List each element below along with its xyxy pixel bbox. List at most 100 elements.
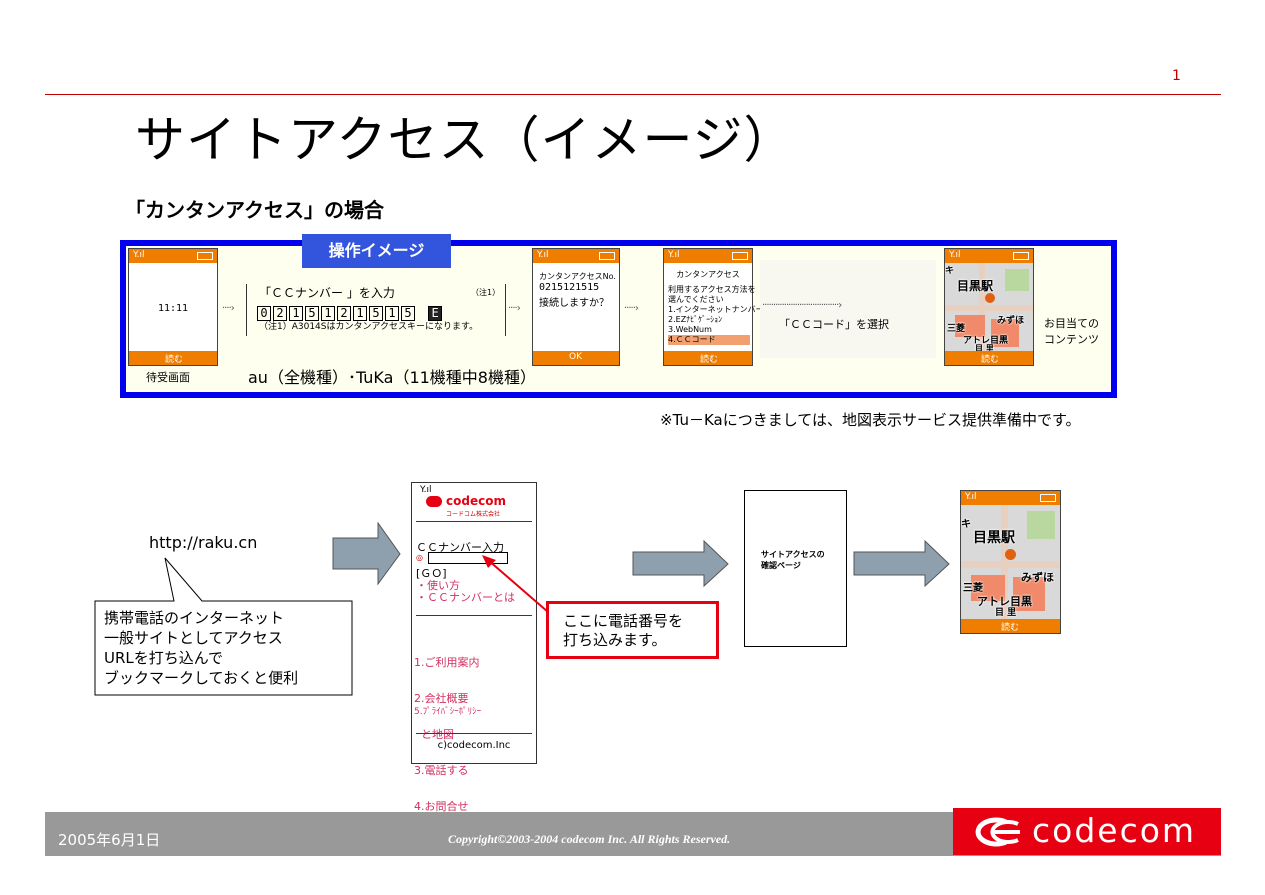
digit-box: 2: [337, 306, 351, 321]
map-view: キ 目黒駅 みずほ 三菱 アトレ目黒 目 里: [961, 505, 1060, 620]
operation-label: 操作イメージ: [302, 234, 451, 268]
antenna-icon: Y.ıl: [668, 250, 680, 260]
callout-line: URLを打ち込んで: [104, 649, 224, 667]
callout-line: 携帯電話のインターネット: [104, 609, 285, 627]
top-rule: [45, 94, 1221, 95]
site-logo: codecom: [446, 494, 506, 508]
cc-number-input[interactable]: [428, 552, 508, 564]
confirm-page-line: サイトアクセスの: [761, 550, 825, 559]
cc-number-label: ＣＣナンバー入力: [416, 541, 504, 554]
dotted-arrow-3: ·····›: [624, 303, 639, 314]
standby-phone: Y.ıl 11:11 読む: [128, 248, 218, 366]
digit-box: 1: [353, 306, 367, 321]
soft-key-label: 読む: [700, 355, 719, 365]
phone3-line: 選んでください: [668, 295, 724, 304]
site-footer: c)codecom.Inc: [437, 740, 511, 751]
map-label: キ: [961, 519, 971, 530]
footer-date: 2005年6月1日: [58, 831, 161, 849]
dotted-arrow-1: ····›: [222, 303, 235, 314]
phone3-line: 3.WebNum: [668, 325, 712, 334]
flow-arrow-2: [632, 540, 729, 588]
digit-box: 1: [321, 306, 335, 321]
hint-line: ここに電話番号を: [563, 612, 684, 630]
bullet-icon: ◎: [416, 553, 423, 562]
divider: [416, 733, 532, 734]
map-label: 三菱: [963, 583, 983, 594]
input-hint-box: ここに電話番号を 打ち込みます。: [546, 601, 719, 659]
menu-item[interactable]: 3.電話する: [414, 764, 469, 777]
select-area: [760, 260, 936, 358]
standby-clock: 11:11: [157, 303, 189, 314]
map-label: 目 里: [975, 344, 994, 352]
phone2-line: 0215121515: [539, 282, 600, 293]
map-phone: Y.ıl キ 目黒駅 みずほ 三菱 アトレ目黒 目 里 読む: [944, 248, 1034, 366]
location-pin-icon: [1005, 549, 1016, 560]
map-label: みずほ: [997, 316, 1025, 326]
access-method-phone: Y.ıl カンタンアクセス 利用するアクセス方法を 選んでください 1.インター…: [663, 248, 764, 366]
target-content-line: お目当ての: [1044, 317, 1099, 330]
red-pointer-arrow: [482, 555, 549, 613]
location-pin-icon: [985, 293, 995, 303]
phone3-line-selected: 4.ＣＣコード: [668, 335, 750, 345]
privacy-link[interactable]: 5.ﾌﾟﾗｲﾊﾞｼｰﾎﾟﾘｼｰ: [414, 707, 482, 717]
menu-item[interactable]: 1.ご利用案内: [414, 656, 480, 669]
carrier-note: au（全機種）･TuKa（11機種中8機種）: [248, 368, 536, 387]
digit-box: 2: [273, 306, 287, 321]
menu-item[interactable]: 2.会社概要: [414, 692, 469, 705]
input-instruction: 「ＣＣナンバー 」を入力: [259, 286, 395, 300]
target-content-line: コンテンツ: [1044, 333, 1099, 346]
map-label: 目 里: [995, 608, 1017, 618]
menu-item[interactable]: と地図: [414, 728, 454, 741]
access-key-icon: E: [428, 306, 443, 321]
soft-key-label: 読む: [981, 355, 1000, 365]
phone3-header: カンタンアクセス: [676, 270, 740, 279]
flow-arrow-3: [853, 540, 950, 588]
digit-box: 0: [257, 306, 271, 321]
status-bar: Y.ıl: [420, 485, 432, 495]
dotted-arrow-2: ····›: [508, 303, 521, 314]
tuka-note: ※Tu－Kaにつきましては、地図表示サービス提供準備中です。: [660, 411, 1081, 429]
url-callout-text: 携帯電話のインターネット 一般サイトとしてアクセス URLを打ち込んで ブックマ…: [104, 608, 298, 688]
codecom-logo-icon: [975, 817, 1020, 847]
phone3-line: 利用するアクセス方法を: [668, 285, 756, 294]
select-cc-label: 「ＣＣコード」を選択: [779, 318, 889, 331]
phone3-line: 1.インターネットナンバー: [668, 305, 764, 314]
digit-box: 5: [305, 306, 319, 321]
what-is-cc-link[interactable]: ・ＣＣナンバーとは: [416, 591, 515, 604]
menu-item[interactable]: 4.お問合せ: [414, 800, 469, 813]
site-logo-sub: コードコム株式会社: [446, 511, 501, 518]
battery-icon: [599, 252, 615, 260]
callout-line: 一般サイトとしてアクセス: [104, 629, 283, 647]
note-tag: （注1）: [471, 288, 501, 297]
how-to-link[interactable]: ・使い方: [416, 579, 460, 592]
url-callout: [94, 557, 353, 696]
site-phone: Y.ıl codecom コードコム株式会社 ＣＣナンバー入力 ◎ [ＧＯ] ・…: [411, 482, 537, 813]
standby-caption: 待受画面: [146, 371, 190, 384]
page-number: 1: [1172, 68, 1181, 84]
map-label: みずほ: [1021, 571, 1054, 584]
antenna-icon: Y.ıl: [965, 492, 977, 502]
map-view: キ 目黒駅 みずほ 三菱 アトレ目黒 目 里: [945, 263, 1033, 352]
divider: [416, 615, 532, 616]
map-label: 三菱: [947, 324, 966, 334]
antenna-icon: Y.ıl: [537, 250, 549, 260]
phone2-line: 接続しますか？: [539, 298, 609, 309]
company-logo-text: codecom: [1032, 811, 1197, 850]
phone2-line: カンタンアクセスNo.: [539, 272, 616, 281]
digit-box: 5: [369, 306, 383, 321]
target-content: お目当ての コンテンツ: [1044, 316, 1099, 348]
map-label: アトレ目黒: [963, 336, 1009, 346]
digit-box: 1: [289, 306, 303, 321]
map-label: 目黒駅: [957, 279, 994, 293]
footer-copyright: Copyright©2003-2004 codecom Inc. All Rig…: [448, 832, 731, 846]
digit-box: 5: [401, 306, 415, 321]
flow-arrow-1: [332, 522, 401, 586]
go-button[interactable]: [ＧＯ]: [416, 567, 447, 580]
callout-line: ブックマークしておくと便利: [104, 669, 299, 687]
battery-icon: [1040, 494, 1056, 502]
map-label: アトレ目黒: [977, 595, 1032, 608]
battery-icon: [197, 252, 213, 260]
divider: [416, 521, 532, 522]
